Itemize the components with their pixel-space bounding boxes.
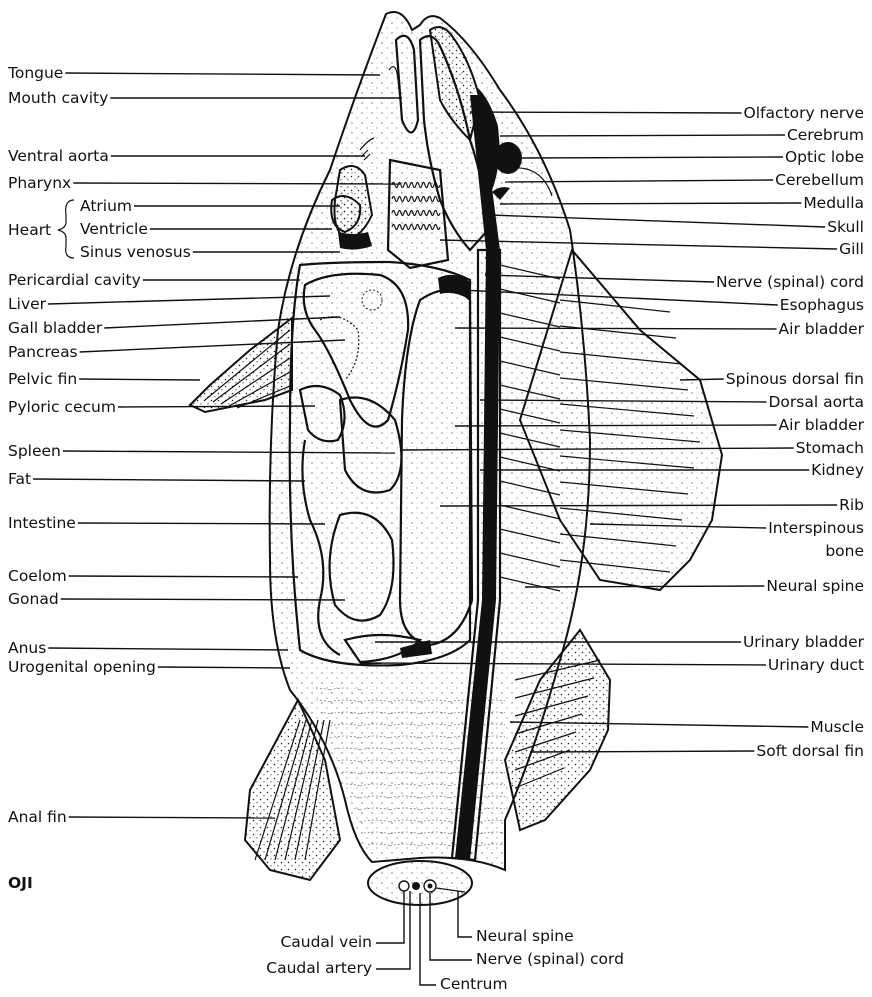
label-stomach: Stomach [796,439,864,457]
label-pelvic-fin: Pelvic fin [8,370,77,388]
label-nerve-spinal-cord: Nerve (spinal) cord [716,273,864,291]
label-urinary-bladder: Urinary bladder [743,633,865,651]
leader-urogenital-opening [158,667,290,668]
label-skull: Skull [827,218,864,236]
label-heart: Heart [8,221,51,239]
leader-gonad [61,599,345,600]
label-spinous-dorsal-fin: Spinous dorsal fin [726,370,864,388]
leader-intestine [78,523,325,524]
label-mouth-cavity: Mouth cavity [8,89,108,107]
leader-olfactory-nerve [470,112,742,113]
leader-coelom [69,576,298,577]
label-ventricle: Ventricle [80,220,148,238]
leader-soft-dorsal-fin [530,751,754,752]
label-liver: Liver [8,295,47,313]
label-soft-dorsal-fin: Soft dorsal fin [756,742,864,760]
leader-spinous-dorsal-fin [680,379,724,380]
label-interspinous-bone-1: Interspinous [768,519,864,537]
leader-centrum [420,893,436,985]
label-intestine: Intestine [8,514,76,532]
label-gall-bladder: Gall bladder [8,319,103,337]
leader-tongue [65,73,380,75]
label-cerebellum: Cerebellum [775,171,864,189]
label-air-bladder-2: Air bladder [779,416,865,434]
label-anal-fin: Anal fin [8,808,67,826]
label-caudal-artery: Caudal artery [266,959,372,977]
label-atrium: Atrium [80,197,132,215]
label-gill: Gill [839,240,864,258]
leader-optic-lobe [520,157,783,158]
leader-anal-fin [69,817,275,818]
leader-rib [440,505,837,506]
label-pericardial-cavity: Pericardial cavity [8,271,141,289]
label-interspinous-bone-2: bone [825,542,864,560]
artist-mark: OJI [8,874,33,892]
label-centrum: Centrum [440,975,508,993]
label-sinus-venosus: Sinus venosus [80,243,191,261]
label-tongue: Tongue [7,64,63,82]
label-esophagus: Esophagus [780,296,864,314]
label-fat: Fat [8,470,31,488]
label-rib: Rib [839,496,864,514]
leader-anus [48,648,288,650]
label-urogenital-opening: Urogenital opening [8,658,156,676]
label-olfactory-nerve: Olfactory nerve [744,104,864,122]
leader-pelvic-fin [79,379,200,380]
label-urinary-duct: Urinary duct [768,656,864,674]
label-neural-spine: Neural spine [766,577,864,595]
label-dorsal-aorta: Dorsal aorta [768,393,864,411]
label-kidney: Kidney [811,461,864,479]
leader-cerebrum [500,135,785,136]
label-pancreas: Pancreas [8,343,78,361]
heart-brace [58,200,74,258]
label-ventral-aorta: Ventral aorta [8,147,109,165]
label-spleen: Spleen [8,442,61,460]
label-anus: Anus [8,639,46,657]
leader-neural-spine [525,586,764,587]
leader-fat [33,479,305,481]
label-air-bladder-1: Air bladder [779,320,865,338]
label-optic-lobe: Optic lobe [785,148,864,166]
label-cerebrum: Cerebrum [787,126,864,144]
label-medulla: Medulla [803,194,864,212]
label-nerve-spinal-cord-tail: Nerve (spinal) cord [476,950,624,968]
label-neural-spine-tail: Neural spine [476,927,574,945]
label-pyloric-cecum: Pyloric cecum [8,398,116,416]
label-pharynx: Pharynx [8,174,71,192]
label-caudal-vein: Caudal vein [280,933,372,951]
label-muscle: Muscle [810,718,864,736]
label-coelom: Coelom [8,567,67,585]
label-gonad: Gonad [8,590,59,608]
